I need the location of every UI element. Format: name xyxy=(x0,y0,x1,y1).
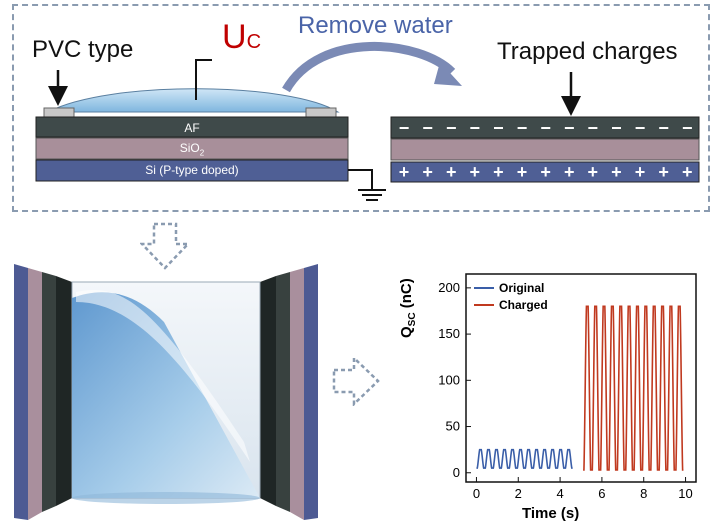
x-tick-label: 2 xyxy=(515,486,522,501)
positive-charge: + xyxy=(588,162,599,182)
positive-charge: + xyxy=(540,162,551,182)
positive-charge: + xyxy=(517,162,528,182)
af-label: AF xyxy=(184,121,200,135)
y-axis-label: QSC (nC) xyxy=(398,278,418,338)
positive-charge: + xyxy=(682,162,693,182)
negative-charge: − xyxy=(564,118,575,138)
negative-charge: − xyxy=(517,118,528,138)
legend-label-charged: Charged xyxy=(499,298,548,312)
positive-charge: + xyxy=(493,162,504,182)
left-plate-sio2 xyxy=(28,268,42,520)
negative-charge: − xyxy=(493,118,504,138)
positive-charge: + xyxy=(611,162,622,182)
x-tick-label: 10 xyxy=(678,486,692,501)
series-line-original xyxy=(476,448,573,469)
remove-water-label: Remove water xyxy=(298,12,453,39)
legend-label-original: Original xyxy=(499,281,544,295)
negative-charge: − xyxy=(470,118,481,138)
negative-charge: − xyxy=(540,118,551,138)
down-arrow-icon xyxy=(140,222,190,270)
left-plate-af xyxy=(42,272,56,512)
positive-charge: + xyxy=(658,162,669,182)
device-schematic-frame xyxy=(12,4,710,212)
negative-charge: − xyxy=(588,118,599,138)
si-charged-layer xyxy=(390,161,700,183)
y-tick-label: 50 xyxy=(446,419,460,434)
droplet-compression-illustration xyxy=(14,264,318,520)
negative-charge: − xyxy=(611,118,622,138)
x-tick-label: 0 xyxy=(473,486,480,501)
negative-charge: − xyxy=(658,118,669,138)
pvc-type-label: PVC type xyxy=(32,36,134,63)
uc-main: U xyxy=(222,18,247,56)
right-arrow-icon xyxy=(332,356,380,406)
af-charged-layer xyxy=(390,116,700,139)
trapped-charges-label: Trapped charges xyxy=(497,38,678,65)
right-plate-sio2 xyxy=(290,268,304,520)
y-tick-label: 100 xyxy=(438,372,460,387)
positive-charge: + xyxy=(635,162,646,182)
x-axis-label: Time (s) xyxy=(522,505,580,522)
si-label: Si (P-type doped) xyxy=(145,163,239,177)
positive-charges: + + + + + + + + + + + + + xyxy=(399,162,693,182)
negative-charges: −−−−−−−−−−−−− xyxy=(399,118,693,138)
uc-label: UC xyxy=(222,18,261,57)
uc-sub: C xyxy=(246,31,262,53)
water-droplet xyxy=(47,88,340,113)
af-layer xyxy=(35,116,349,138)
sio2-label: SiO2 xyxy=(179,141,205,158)
x-tick-label: 4 xyxy=(556,486,563,501)
uc-wire xyxy=(195,59,212,100)
positive-charge: + xyxy=(422,162,433,182)
x-tick-label: 8 xyxy=(640,486,647,501)
plot-frame xyxy=(465,273,697,483)
negative-charge: − xyxy=(446,118,457,138)
ground-wire xyxy=(348,169,373,190)
negative-charge: − xyxy=(422,118,433,138)
series-line-charged xyxy=(583,305,684,471)
positive-charge: + xyxy=(470,162,481,182)
sio2-layer xyxy=(35,137,349,160)
right-plate-si xyxy=(304,264,318,520)
y-tick-label: 0 xyxy=(453,465,460,480)
x-tick-label: 6 xyxy=(598,486,605,501)
positive-charge: + xyxy=(399,162,410,182)
left-plate-si xyxy=(14,264,28,520)
water-body xyxy=(72,292,260,498)
sio2-charged-layer xyxy=(390,138,700,161)
negative-charge: − xyxy=(399,118,410,138)
remove-water-arrow-icon xyxy=(282,41,456,93)
right-plate-af xyxy=(260,276,276,506)
positive-charge: + xyxy=(446,162,457,182)
y-tick-label: 150 xyxy=(438,326,460,341)
negative-charge: − xyxy=(682,118,693,138)
positive-charge: + xyxy=(564,162,575,182)
y-tick-label: 200 xyxy=(438,280,460,295)
negative-charge: − xyxy=(635,118,646,138)
schematic-drawing: −−−−−−−−−−−−− +++++++++++++ xyxy=(35,41,700,201)
